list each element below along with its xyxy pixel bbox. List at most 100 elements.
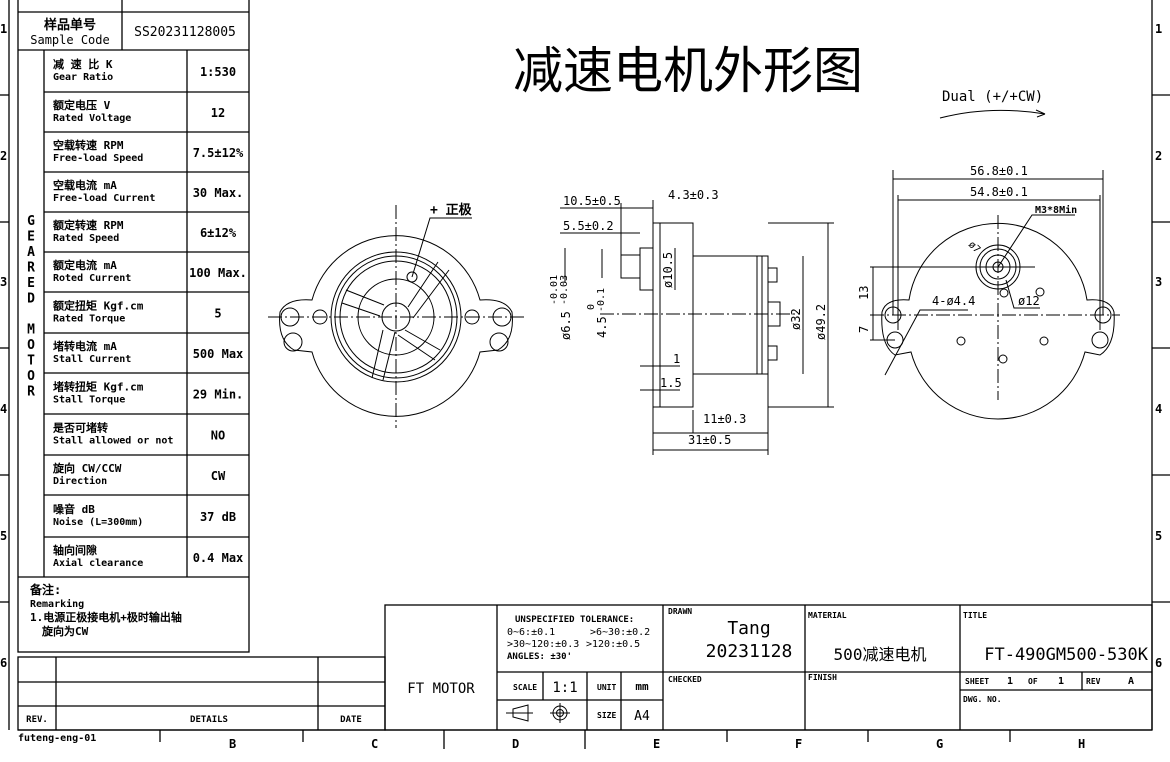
spec-row-label-en: Direction (53, 475, 107, 487)
spec-row-label-en: Roted Current (53, 273, 131, 284)
spec-row-label-en: Gear Ratio (53, 71, 113, 83)
spec-table-lines (17, 0, 250, 653)
dim-shaft-diameter: ø6.5 (559, 311, 573, 340)
spec-row-value: 37 dB (200, 510, 236, 524)
dim-flat-tol-upper: 0 (586, 304, 597, 310)
side-label-letter: E (27, 230, 35, 245)
sample-code-value: SS20231128005 (134, 25, 236, 40)
side-label-letter: D (27, 292, 35, 307)
spec-row-label-cn: 堵转扭矩 Kgf.cm (53, 380, 144, 394)
sample-code-label-cn: 样品单号 (44, 17, 96, 33)
rev-label: REV (1086, 677, 1101, 686)
spec-row-label-cn: 减 速 比 K (53, 57, 113, 71)
part-title: FT-490GM500-530K (984, 645, 1149, 665)
zone-row-6: 6 (0, 656, 7, 670)
rev-header: REV. (26, 715, 48, 725)
side-label-letter: A (27, 245, 35, 260)
dim-boss-diameter: ø10.5 (661, 252, 675, 288)
zone-col-b: B (229, 737, 236, 751)
zone-row-1-right: 1 (1155, 22, 1162, 36)
sample-code-label-en: Sample Code (30, 33, 109, 47)
drawn-by: Tang (727, 618, 770, 639)
zone-col-c: C (371, 737, 378, 751)
spec-row-value: CW (211, 469, 226, 483)
material-label: MATERIAL (808, 611, 847, 620)
title-block-lines (384, 604, 1153, 731)
side-view (560, 200, 834, 455)
rotation-arrow-icon (939, 109, 1046, 119)
spec-row-label-cn: 旋向 CW/CCW (52, 461, 122, 475)
front-view (268, 205, 525, 428)
spec-row-label-en: Rated Voltage (53, 113, 131, 124)
side-label-letter: T (27, 354, 35, 369)
dim-shaft-flat: 5.5±0.2 (563, 219, 614, 233)
spec-row-value: 5 (214, 307, 221, 321)
zone-row-4: 4 (0, 402, 7, 416)
dim-plate-1: 1 (673, 352, 680, 366)
drawing-title: 减速电机外形图 (513, 42, 863, 100)
spec-row-label-en: Rated Speed (53, 233, 119, 244)
spec-row-label-en: Noise (L=300mm) (53, 516, 143, 528)
dim-shaft-tol-upper: -0.01 (549, 275, 560, 305)
remark-1: 1.电源正极接电机+极时输出轴 (30, 610, 182, 624)
spec-row-label-cn: 空载转速 RPM (53, 138, 124, 152)
unit-label: UNIT (597, 683, 616, 692)
dim-gearbox-diameter: ø49.2 (814, 304, 828, 340)
spec-row-label-cn: 堵转电流 mA (53, 339, 117, 353)
spec-row-label-cn: 额定电流 mA (53, 258, 117, 272)
spec-row-label-cn: 空载电流 mA (53, 178, 117, 192)
of-label: OF (1028, 677, 1038, 686)
dim-total-length: 31±0.5 (688, 433, 731, 447)
finish-label: FINISH (808, 673, 837, 682)
side-label-letter: E (27, 276, 35, 291)
sheet-value: 1 (1007, 676, 1013, 687)
spec-row-value: 7.5±12% (193, 146, 244, 160)
dim-motor-diameter: ø32 (789, 308, 803, 330)
side-label-letter: R (27, 385, 35, 400)
scale-value: 1:1 (552, 680, 577, 696)
spec-row-label-cn: 额定扭矩 Kgf.cm (53, 299, 144, 313)
dim-motor-length: 11±0.3 (703, 412, 746, 426)
dim-boss-length: 4.3±0.3 (668, 188, 719, 202)
side-label-letter: G (27, 214, 35, 229)
dim-plate-1-5: 1.5 (660, 376, 682, 390)
spec-row-value: NO (211, 429, 225, 443)
spec-row-value: 100 Max. (189, 266, 247, 280)
size-label: SIZE (597, 711, 616, 720)
zone-row-1: 1 (0, 22, 7, 36)
spec-row-label-en: Free-load Speed (53, 153, 143, 164)
tolerance-1: 0~6:±0.1 (507, 627, 555, 638)
side-label-letter: O (27, 369, 35, 384)
dwg-no-label: DWG. NO. (963, 695, 1002, 704)
spec-row-label-cn: 噪音 dB (53, 502, 95, 516)
spec-row-label-cn: 是否可堵转 (52, 421, 108, 435)
spec-row-value: 12 (211, 106, 225, 120)
spec-row-value: 1:530 (200, 65, 236, 79)
zone-row-5: 5 (0, 529, 7, 543)
details-header: DETAILS (190, 715, 228, 725)
sheet-label: SHEET (965, 677, 989, 686)
dim-offset-13: 13 (857, 286, 871, 300)
zone-row-5-right: 5 (1155, 529, 1162, 543)
spec-row-value: 500 Max (193, 347, 244, 361)
zone-col-e: E (653, 737, 660, 751)
rear-view (870, 170, 1120, 420)
remarks-title-cn: 备注: (29, 582, 61, 597)
zone-row-3-right: 3 (1155, 275, 1162, 289)
dim-ear-span-inner: 54.8±0.1 (970, 185, 1028, 199)
of-value: 1 (1058, 676, 1064, 687)
tolerance-4: >120:±0.5 (586, 639, 640, 650)
unit-value: mm (635, 680, 649, 693)
projection-symbol-icon (506, 703, 570, 723)
spec-row-label-en: Stall allowed or not (53, 436, 173, 447)
dim-shaft-tol-lower: -0.03 (559, 275, 570, 305)
drawn-label: DRAWN (668, 607, 692, 616)
size-value: A4 (634, 709, 650, 724)
dim-ear-span-outer: 56.8±0.1 (970, 164, 1028, 178)
template-id: futeng-eng-01 (18, 733, 96, 744)
spec-row-value: 6±12% (200, 226, 237, 240)
dim-hub-12: ø12 (1018, 294, 1040, 308)
rotation-note: Dual (+/+CW) (942, 89, 1043, 105)
remarks-title-en: Remarking (30, 598, 84, 610)
